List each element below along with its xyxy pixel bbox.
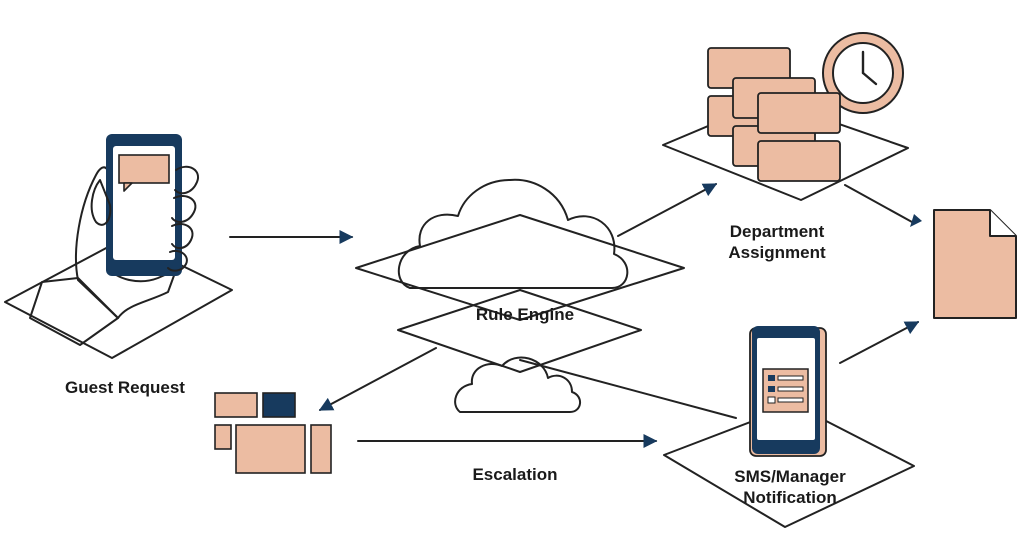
report-document-icon	[933, 209, 1017, 319]
arrow-engine-to-department	[617, 183, 718, 237]
lower-platform	[397, 289, 642, 373]
document-stack-icon	[707, 47, 841, 182]
rule-engine-illustration	[355, 178, 685, 413]
connector-line	[844, 184, 913, 223]
arrowhead-to-report	[910, 214, 922, 227]
guest-platform	[4, 237, 233, 359]
small-cloud-icon	[454, 356, 581, 413]
guest-request-illustration	[4, 134, 233, 359]
checklist-icon	[762, 368, 809, 413]
arrow-engine-to-escalation	[318, 347, 437, 411]
sleeve-cuff	[29, 277, 119, 346]
smartphone-icon	[106, 134, 182, 276]
sms-notification-illustration	[663, 326, 915, 528]
chat-bubble-icon	[118, 154, 170, 192]
rule-engine-label: Rule Engine	[475, 305, 575, 324]
escalation-label: Escalation	[472, 465, 558, 484]
department-assignment-illustration	[662, 32, 909, 201]
escalation-illustration	[214, 392, 332, 474]
fingers	[167, 165, 200, 272]
department-assignment-label: Department Assignment	[728, 222, 826, 262]
clock-icon	[822, 32, 904, 114]
arrow-notification-to-report	[839, 321, 920, 364]
cloud-icon	[397, 178, 629, 289]
connector-line	[519, 359, 737, 419]
sms-manager-notification-label: SMS/Manager Notification	[734, 467, 846, 507]
upper-platform	[355, 214, 685, 321]
guest-request-label: Guest Request	[65, 378, 185, 397]
